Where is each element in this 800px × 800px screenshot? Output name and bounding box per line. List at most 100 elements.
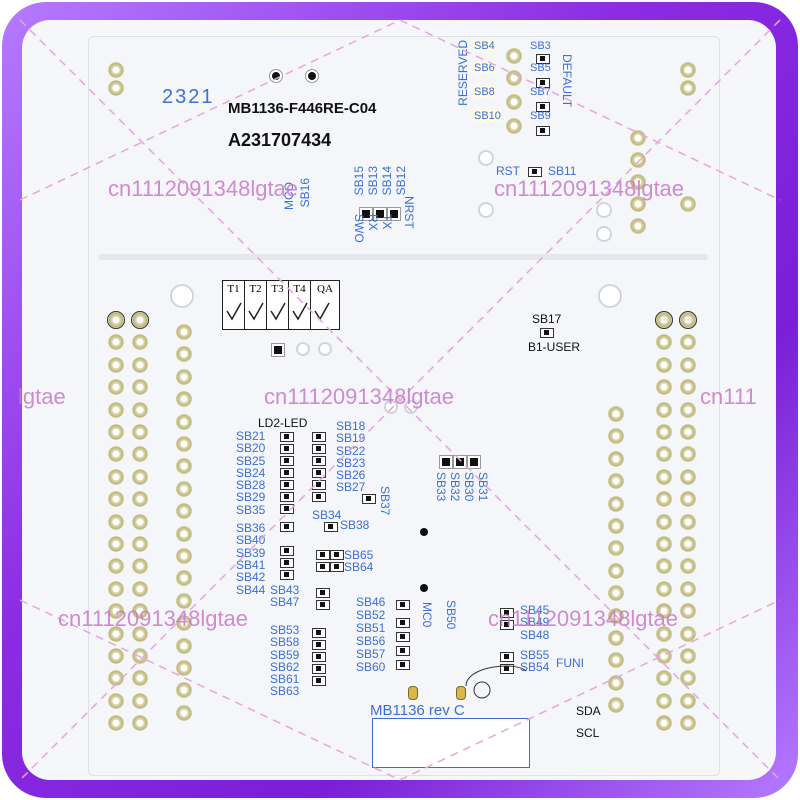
sb42-label: SB42 — [236, 570, 266, 585]
check-icon — [314, 302, 330, 321]
via — [478, 150, 494, 166]
header-pin — [132, 424, 148, 440]
solder-bridge — [312, 456, 326, 466]
header-pin — [132, 580, 148, 597]
sda-label: SDA — [576, 704, 601, 718]
solder-bridge — [324, 522, 338, 532]
header-pin — [656, 424, 672, 440]
header-pin — [655, 311, 673, 329]
header-pin — [506, 118, 522, 134]
header-pin — [656, 356, 672, 373]
scl-label: SCL — [576, 726, 600, 740]
sb20-label: SB20 — [236, 441, 266, 456]
sb50-label: SB50 — [444, 600, 458, 630]
header-pin — [656, 513, 672, 530]
solder-bridge — [536, 126, 550, 136]
solder-bridge — [330, 562, 344, 572]
header-pin — [680, 536, 696, 552]
header-pin — [656, 692, 672, 709]
header-pin — [108, 62, 124, 78]
sb16-label: SB16 — [298, 178, 312, 208]
watermark-text: cn111 — [700, 384, 757, 409]
sb34-label: SB34 — [312, 508, 342, 522]
header-pin — [680, 580, 696, 597]
header-pin — [132, 536, 148, 552]
qa-header: QA — [317, 283, 333, 295]
sb4-label: SB4 — [474, 40, 495, 52]
solder-bridge — [316, 600, 330, 610]
sb17-label: SB17 — [532, 312, 562, 326]
sb8-label: SB8 — [474, 86, 495, 98]
sb58-label: SB58 — [270, 635, 300, 650]
header-pin — [608, 495, 624, 512]
watermark-text: cn1112091348lgtae — [488, 606, 679, 631]
sb-lower-mid: SB46 SB52 SB51 SB56 SB57 SB60 — [356, 596, 385, 674]
solder-bridge — [312, 652, 326, 662]
pad — [269, 69, 283, 83]
qa-header: T3 — [271, 283, 284, 295]
watermark-text: cn1112091348lgtae — [264, 384, 455, 409]
solder-bridge — [280, 570, 294, 580]
solder-bridge — [316, 562, 330, 572]
sb27-label: SB27 — [336, 480, 366, 495]
sb31-label: SB31 — [476, 472, 490, 502]
header-pin — [176, 704, 192, 721]
solder-bridge — [330, 550, 344, 560]
header-pin — [108, 401, 124, 418]
sb37-label: SB37 — [378, 486, 392, 516]
header-pin — [656, 536, 672, 552]
sb33-label: SB33 — [434, 472, 448, 502]
swo-label: SWO — [352, 214, 366, 243]
header-pin — [108, 468, 124, 485]
qa-header: T2 — [249, 283, 262, 295]
sb47-label: SB47 — [270, 595, 300, 609]
sb-mid-column: SB18 SB19 SB22 SB23 SB26 SB27 — [336, 420, 365, 494]
ld2-label: LD2-LED — [258, 416, 308, 430]
qa-cell: T3 — [267, 281, 289, 329]
header-pin — [680, 625, 696, 642]
solder-bridge — [396, 660, 410, 670]
header-pin — [680, 513, 696, 530]
solder-bridge — [396, 646, 410, 656]
via — [596, 202, 612, 218]
mc0-label: MC0 — [420, 602, 434, 628]
header-pin — [608, 674, 624, 691]
sb44-label: SB44 — [236, 582, 266, 597]
solder-bridge — [280, 522, 294, 532]
header-pin — [176, 324, 192, 340]
sb3-label: SB3 — [530, 40, 551, 52]
header-pin — [680, 468, 696, 485]
watermark-text: cn1112091348lgtae — [108, 176, 299, 201]
sb15-label: SB15 — [352, 166, 366, 196]
solder-bridge — [312, 628, 326, 638]
sb29-label: SB29 — [236, 490, 266, 505]
header-pin — [176, 525, 192, 542]
sb64-label: SB64 — [344, 560, 374, 574]
header-pin — [608, 518, 624, 534]
header-pin — [107, 311, 125, 329]
header-pin — [656, 401, 672, 418]
solder-bridge — [280, 468, 294, 478]
solder-bridge — [536, 78, 550, 88]
check-icon — [292, 302, 308, 321]
breakoff-line — [98, 254, 708, 260]
header-pin — [630, 130, 646, 146]
check-icon — [248, 302, 264, 321]
solder-bridge — [280, 432, 294, 442]
sb13-label: SB13 — [366, 166, 380, 196]
header-pin — [506, 70, 522, 86]
header-pin — [608, 630, 624, 646]
header-pin — [656, 648, 672, 664]
solder-bridge — [396, 600, 410, 610]
solder-bridge — [312, 492, 326, 502]
header-pin — [679, 311, 697, 329]
via — [478, 202, 494, 218]
pad — [453, 455, 467, 469]
solder-bridge — [312, 468, 326, 478]
pad — [305, 69, 319, 83]
sb6-label: SB6 — [474, 62, 495, 74]
mounting-hole — [598, 284, 622, 308]
qa-table: T1 T2 T3 T4 QA — [222, 280, 340, 330]
header-pin — [132, 468, 148, 485]
solder-bridge — [312, 444, 326, 454]
